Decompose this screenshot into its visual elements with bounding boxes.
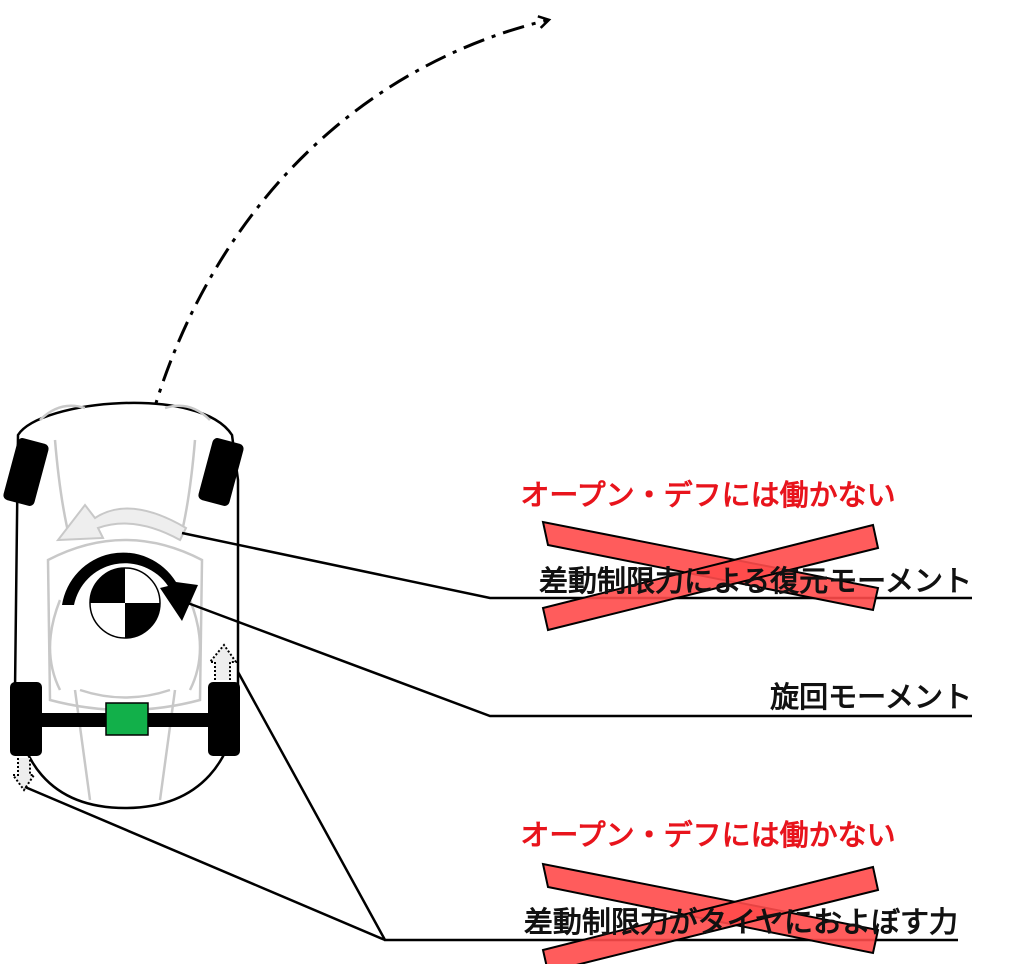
tire-front-left	[3, 438, 49, 506]
car-top-view	[3, 401, 244, 810]
open-diff-note-bottom: オープン・デフには働かない	[520, 818, 895, 852]
restoring-moment-label: 差動制限力による復元モーメント	[539, 564, 972, 598]
tire-rear-left	[10, 682, 42, 756]
tire-force-arrow-right	[207, 643, 238, 680]
leader-yaw	[184, 600, 972, 718]
yaw-moment-label: 旋回モーメント	[770, 680, 972, 714]
car-body-details	[39, 404, 211, 801]
open-diff-note-top: オープン・デフには働かない	[520, 478, 895, 512]
differential-box	[105, 702, 149, 736]
yaw-moment-arrow	[62, 552, 198, 621]
cross-mark-icon-bottom	[541, 862, 880, 964]
cross-mark-icon	[541, 520, 880, 632]
restoring-moment-arrow	[55, 503, 188, 542]
leader-tire-left	[24, 785, 386, 942]
tire-front-right	[198, 438, 244, 506]
center-of-gravity-icon	[89, 567, 161, 639]
lsd-tire-force-label: 差動制限力がタイヤにおよぼす力	[524, 905, 958, 939]
tire-force-arrow-left	[11, 758, 36, 792]
tire-rear-right	[208, 682, 240, 756]
